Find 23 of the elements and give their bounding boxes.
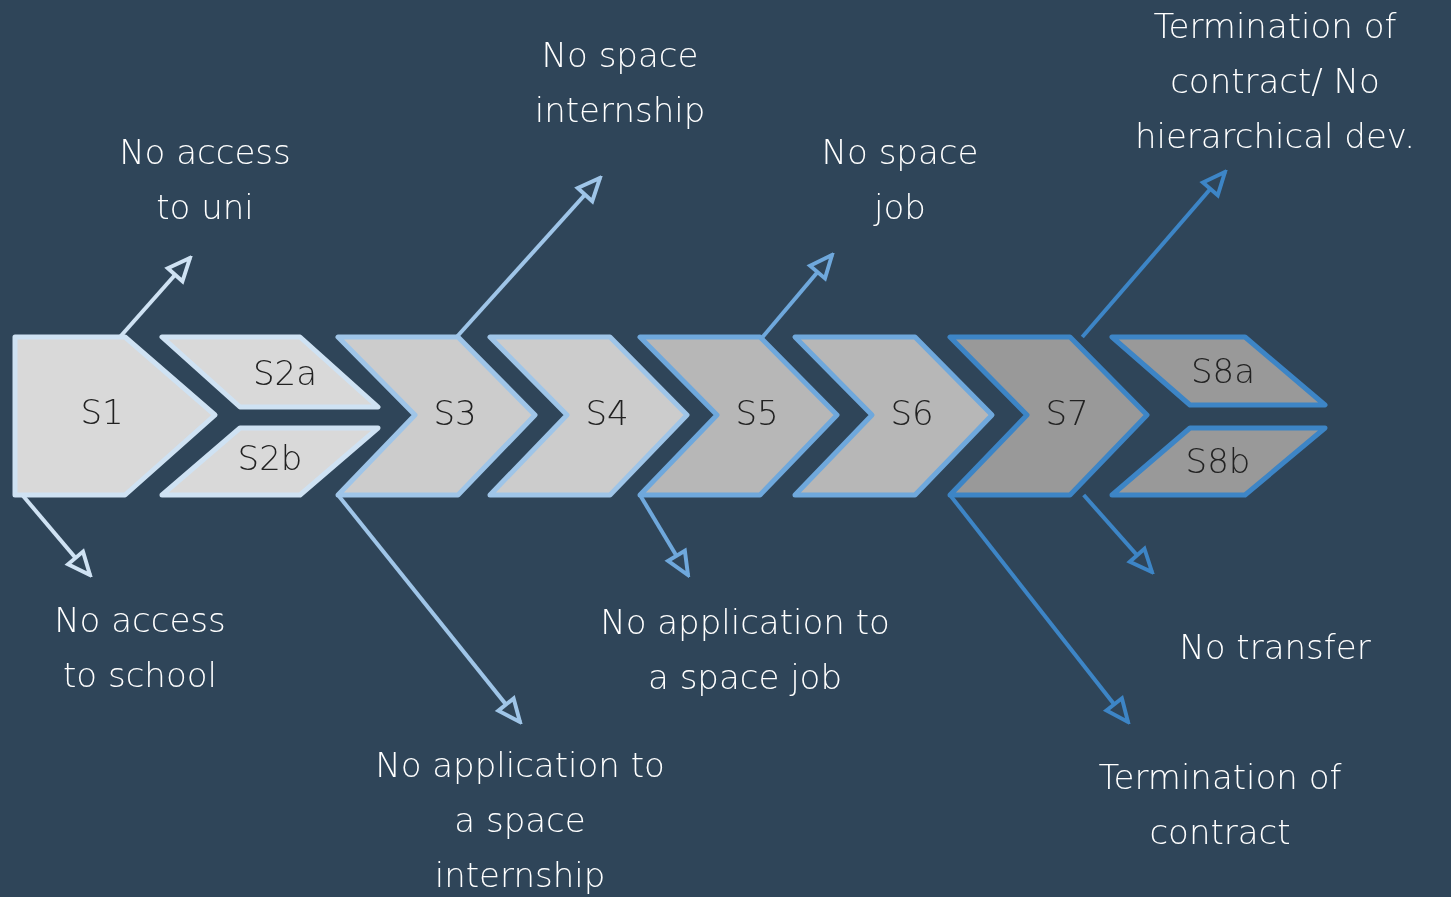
- outcome-text: No application to a space job: [600, 601, 890, 699]
- stage-label: S2a: [252, 353, 318, 393]
- stage-label: S4: [585, 393, 629, 433]
- stage-label: S8b: [1185, 441, 1251, 481]
- stage-label: S8a: [1190, 351, 1256, 391]
- arrow: [1080, 170, 1227, 339]
- arrow: [1082, 493, 1154, 574]
- outcome-text: No space job: [820, 131, 980, 229]
- outcome-text: Termination of contract/ No hierarchical dev.: [1133, 5, 1417, 158]
- arrow: [455, 176, 602, 339]
- stage-label: S5: [735, 393, 779, 433]
- outcome-text: No access to school: [53, 598, 227, 697]
- arrow: [761, 253, 834, 339]
- stage-label: S7: [1045, 393, 1089, 433]
- stage-label: S1: [80, 392, 124, 432]
- stage-label: S3: [433, 393, 477, 433]
- stage-label: S6: [890, 393, 934, 433]
- outcome-text: No transfer: [1179, 625, 1371, 669]
- outcome-text: No application to a space internship: [375, 744, 665, 897]
- outcome-text: No access to uni: [118, 131, 292, 229]
- outcome-text: No space internship: [533, 34, 707, 132]
- stage-label: S2b: [237, 438, 303, 478]
- outcome-text: Termination of contract: [1097, 756, 1343, 854]
